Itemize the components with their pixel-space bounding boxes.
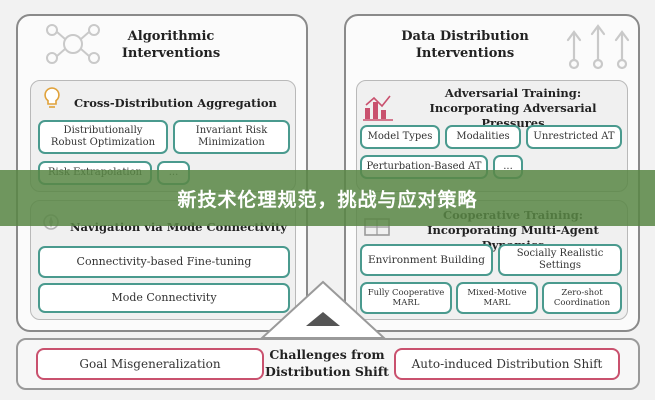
cross-distribution-title: Cross-Distribution Aggregation <box>74 96 277 110</box>
data-distribution-interventions-title: Data Distribution Interventions <box>401 29 529 61</box>
zero-shot-coordination-box: Zero-shot Coordination <box>542 282 622 314</box>
network-icon <box>40 18 106 70</box>
mode-connectivity-box: Mode Connectivity <box>38 283 290 313</box>
connectivity-based-fine-tuning-box: Connectivity-based Fine-tuning <box>38 246 290 278</box>
modalities-box: Modalities <box>445 125 521 149</box>
center-arrow-triangle <box>258 278 388 340</box>
goal-misgeneralization-box: Goal Misgeneralization <box>36 348 264 380</box>
unrestricted-at-box: Unrestricted AT <box>526 125 622 149</box>
upload-arrows-icon <box>562 20 634 70</box>
auto-induced-distribution-shift-box: Auto-induced Distribution Shift <box>394 348 620 380</box>
environment-building-box: Environment Building <box>360 244 493 276</box>
challenges-title: Challenges from Distribution Shift <box>265 347 389 379</box>
model-types-box: Model Types <box>360 125 440 149</box>
mixed-motive-marl-box: Mixed-Motive MARL <box>456 282 538 314</box>
algorithmic-interventions-title: Algorithmic Interventions <box>121 29 221 61</box>
overlay-banner: 新技术伦理规范，挑战与应对策略 <box>0 170 655 226</box>
socially-realistic-settings-box: Socially Realistic Settings <box>498 244 622 276</box>
distributionally-robust-optimization-box: Distributionally Robust Optimization <box>38 120 168 154</box>
fully-cooperative-marl-box: Fully Cooperative MARL <box>360 282 452 314</box>
lightbulb-icon <box>42 86 62 110</box>
invariant-risk-minimization-box: Invariant Risk Minimization <box>173 120 290 154</box>
bar-chart-icon <box>362 92 394 122</box>
